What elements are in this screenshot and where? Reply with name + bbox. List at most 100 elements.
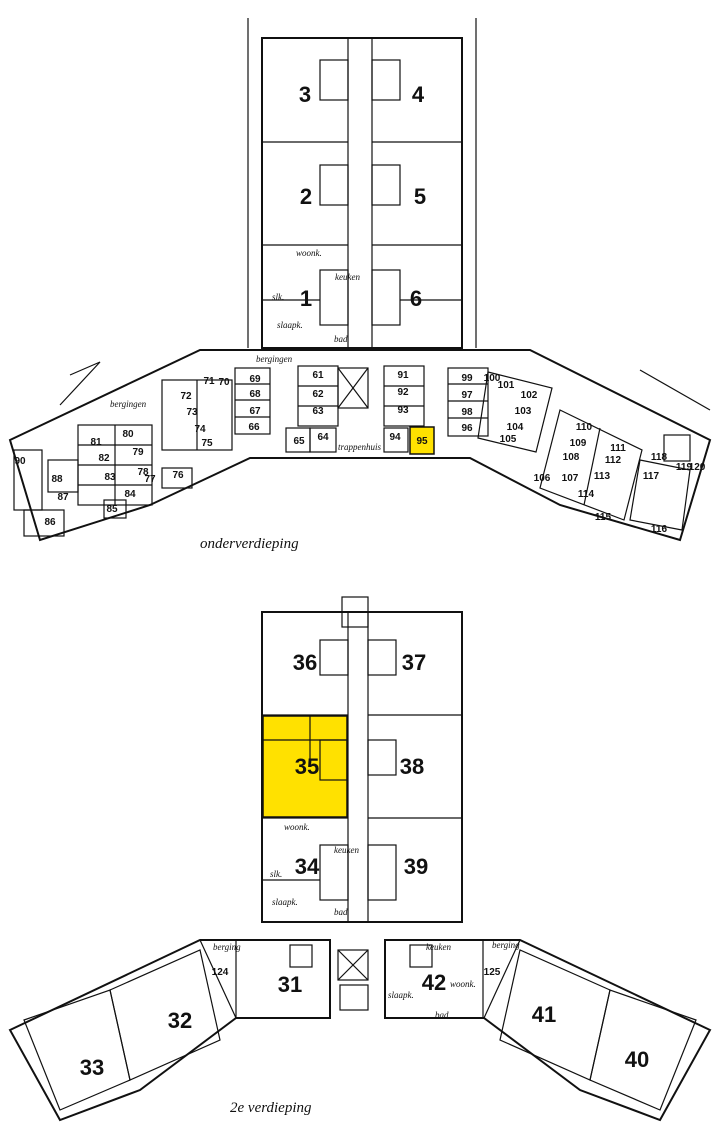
ground-unit-number: 94 — [389, 432, 401, 443]
ground-unit-number: 114 — [578, 489, 595, 500]
ground-room-label: bad — [334, 334, 348, 344]
ground-unit-number: 88 — [51, 474, 63, 485]
second-unit-number: 40 — [625, 1047, 649, 1072]
ground-unit-number: 118 — [651, 452, 668, 463]
ground-unit-number: 120 — [689, 462, 706, 473]
second-room-label: slaapk. — [272, 897, 298, 907]
ground-unit-number: 99 — [461, 373, 473, 384]
ground-unit-number: 112 — [605, 455, 622, 466]
ground-unit-number: 68 — [249, 389, 261, 400]
ground-unit-number: 67 — [249, 406, 261, 417]
ground-unit-number: 93 — [397, 405, 409, 416]
second-room-label: woonk. — [450, 979, 476, 989]
ground-unit-number: 3 — [299, 82, 311, 107]
second-unit-number: 42 — [422, 970, 446, 995]
ground-unit-number: 64 — [317, 432, 329, 443]
ground-room-label: bergingen — [256, 354, 293, 364]
ground-room-label: woonk. — [296, 248, 322, 258]
second-unit-number: 124 — [212, 967, 229, 978]
ground-room-label: slk. — [272, 292, 284, 302]
second-floor-plan — [8, 596, 712, 1122]
ground-unit-number: 62 — [312, 389, 324, 400]
second-room-label: slk. — [270, 869, 282, 879]
ground-unit-number: 5 — [414, 184, 426, 209]
ground-unit-number: 103 — [515, 406, 532, 417]
second-room-label: slaapk. — [388, 990, 414, 1000]
second-unit-number: 32 — [168, 1008, 192, 1033]
ground-unit-number: 70 — [218, 377, 230, 388]
highlight-unit-95 — [409, 426, 435, 455]
ground-unit-number: 96 — [461, 423, 473, 434]
second-unit-number: 125 — [484, 967, 501, 978]
ground-unit-number: 95 — [416, 436, 428, 447]
second-room-label: keuken — [334, 845, 359, 855]
ground-unit-number: 4 — [412, 82, 425, 107]
ground-unit-number: 6 — [410, 286, 422, 311]
ground-unit-number: 90 — [14, 456, 26, 467]
ground-unit-number: 117 — [643, 471, 660, 482]
ground-unit-number: 66 — [248, 422, 260, 433]
ground-unit-number: 92 — [397, 387, 409, 398]
ground-unit-number: 75 — [201, 438, 213, 449]
ground-unit-number: 76 — [172, 470, 184, 481]
ground-unit-number: 80 — [122, 429, 134, 440]
ground-unit-number: 61 — [312, 370, 324, 381]
second-room-label: berging — [492, 940, 520, 950]
ground-unit-number: 63 — [312, 406, 324, 417]
second-room-label: bad — [334, 907, 348, 917]
ground-unit-number: 73 — [186, 407, 198, 418]
ground-room-label: keuken — [335, 272, 360, 282]
ground-unit-number: 116 — [651, 524, 668, 535]
ground-floor-caption: onderverdieping — [200, 536, 299, 552]
second-room-label: keuken — [426, 942, 451, 952]
ground-unit-number: 81 — [90, 437, 102, 448]
ground-unit-number: 77 — [144, 474, 156, 485]
ground-unit-number: 108 — [563, 452, 580, 463]
ground-unit-number: 115 — [595, 512, 612, 523]
ground-unit-number: 78 — [137, 467, 149, 478]
ground-unit-number: 83 — [104, 472, 116, 483]
ground-room-label: slaapk. — [277, 320, 303, 330]
second-unit-number: 37 — [402, 650, 426, 675]
ground-unit-number: 102 — [521, 390, 538, 401]
ground-unit-number: 98 — [461, 407, 473, 418]
ground-unit-number: 109 — [570, 438, 587, 449]
second-floor-caption: 2e verdieping — [230, 1100, 312, 1116]
ground-unit-number: 65 — [293, 436, 305, 447]
ground-floor-plan — [8, 18, 712, 542]
ground-unit-number: 110 — [576, 422, 593, 433]
ground-unit-number: 74 — [194, 424, 206, 435]
second-unit-number: 39 — [404, 854, 428, 879]
second-unit-number: 33 — [80, 1055, 104, 1080]
ground-unit-number: 85 — [106, 504, 118, 515]
ground-unit-number: 101 — [498, 380, 515, 391]
ground-unit-number: 79 — [132, 447, 144, 458]
second-room-label: woonk. — [284, 822, 310, 832]
second-room-label: berging — [213, 942, 241, 952]
ground-unit-number: 97 — [461, 390, 473, 401]
second-unit-number: 36 — [293, 650, 317, 675]
highlight-unit-35 — [262, 715, 348, 818]
ground-unit-number: 100 — [484, 373, 501, 384]
ground-unit-number: 84 — [124, 489, 136, 500]
ground-unit-number: 87 — [57, 492, 69, 503]
second-room-label: bad — [435, 1010, 449, 1020]
ground-unit-number: 107 — [562, 473, 579, 484]
ground-unit-number: 82 — [98, 453, 110, 464]
ground-unit-number: 106 — [534, 473, 551, 484]
ground-unit-number: 104 — [507, 422, 524, 433]
second-unit-number: 38 — [400, 754, 424, 779]
ground-unit-number: 91 — [397, 370, 409, 381]
second-unit-number: 31 — [278, 972, 302, 997]
ground-unit-number: 71 — [203, 376, 215, 387]
ground-unit-number: 69 — [249, 374, 261, 385]
ground-unit-number: 72 — [180, 391, 192, 402]
ground-unit-number: 1 — [300, 286, 312, 311]
ground-unit-number: 119 — [676, 462, 693, 473]
ground-unit-number: 2 — [300, 184, 312, 209]
ground-room-label: bergingen — [110, 399, 147, 409]
second-unit-number: 35 — [295, 754, 319, 779]
ground-unit-number: 86 — [44, 517, 56, 528]
ground-room-label: trappenhuis — [338, 442, 381, 452]
